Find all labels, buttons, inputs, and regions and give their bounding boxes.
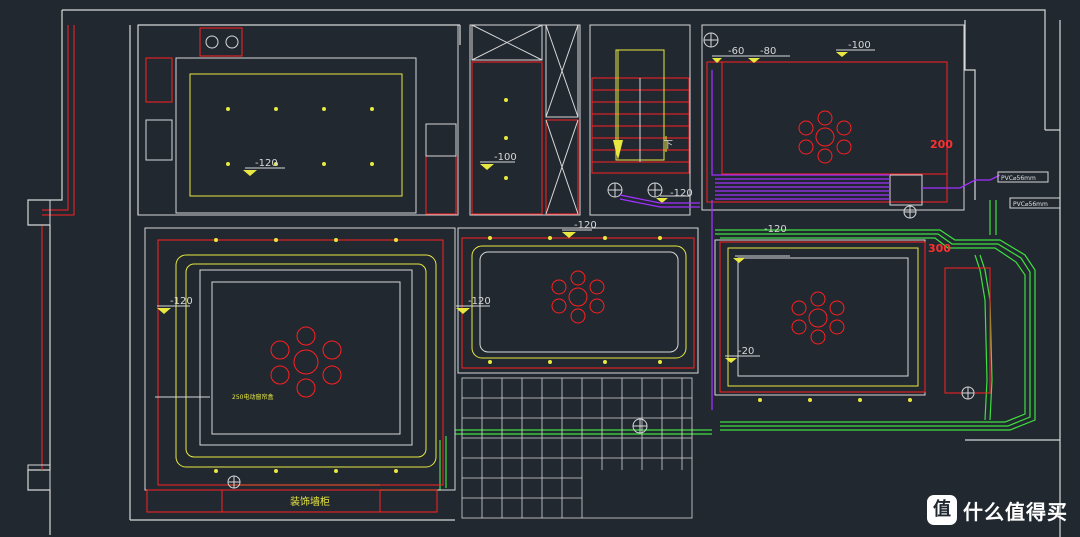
bottom-fan (227, 475, 241, 489)
ne-fan (703, 32, 719, 48)
dining-room (457, 227, 699, 374)
living-lights (214, 238, 398, 473)
passage-level-marker: -100 (480, 152, 517, 170)
pvc-labels: PVC⌀56mm PVC⌀56mm 300 (928, 171, 1061, 255)
level-label-ne-c: -100 (848, 40, 871, 51)
stair (589, 24, 691, 216)
bedroom-se (714, 239, 991, 396)
level-label-kitchen: -120 (255, 158, 278, 169)
pvc-label-top: PVC⌀56mm (1001, 175, 1036, 182)
kitchen-lights (226, 107, 374, 166)
watermark-text: 什么值得买 (963, 499, 1068, 524)
column-left-top (27, 199, 51, 226)
se-chandelier (791, 291, 845, 345)
living-room (144, 227, 456, 491)
bottom-cabinet-label: 装饰墙柜 (290, 495, 330, 508)
level-label-se-inner: -20 (738, 346, 754, 357)
kitchen-room (137, 24, 459, 216)
ne-chandelier (798, 110, 852, 164)
level-label-dining-top: -120 (574, 220, 597, 231)
stair-direction-label: 下 (663, 140, 673, 151)
passage-room (469, 24, 581, 216)
living-level-marker: -120 (157, 296, 193, 314)
bedroom-ne (701, 24, 965, 211)
passage-lights (504, 98, 508, 180)
stair-level-marker: -120 (656, 188, 693, 203)
column-left-bottom (27, 464, 51, 491)
dining-level-markers: -120 -120 (456, 220, 597, 314)
level-label-dining-left: -120 (468, 296, 491, 307)
left-conduits (41, 25, 75, 470)
curtain-box-note: 250电动窗帘盒 (232, 393, 273, 401)
level-label-ne-b: -80 (760, 46, 776, 57)
level-label-passage: -100 (494, 152, 517, 163)
level-label-living: -120 (170, 296, 193, 307)
ne-level-markers: -60 -80 -100 200 (712, 40, 953, 151)
living-chandelier (270, 326, 342, 398)
se-level-markers: -120 -20 (725, 224, 790, 363)
stair-fans (607, 182, 663, 198)
level-label-se-top: -120 (764, 224, 787, 235)
bottom-cabinet (146, 489, 438, 513)
dining-lights (488, 236, 662, 364)
green-pipes (230, 200, 1036, 491)
se-fan (903, 205, 975, 400)
tile-fan (632, 418, 648, 434)
pvc-label-bottom: PVC⌀56mm (1013, 201, 1048, 208)
dimension-label-se: 300 (928, 242, 951, 255)
dining-chandelier (551, 270, 605, 324)
watermark-logo-icon: 值 (927, 495, 957, 525)
level-label-stair: -120 (670, 188, 693, 199)
level-label-ne-a: -60 (728, 46, 744, 57)
purple-pipes (619, 70, 1001, 410)
dimension-label-ne: 200 (930, 138, 953, 151)
watermark: 值 什么值得买 (927, 495, 1068, 525)
tile-grid (461, 377, 693, 519)
se-lights (758, 398, 912, 402)
kitchen-level-marker: -120 (243, 158, 285, 176)
